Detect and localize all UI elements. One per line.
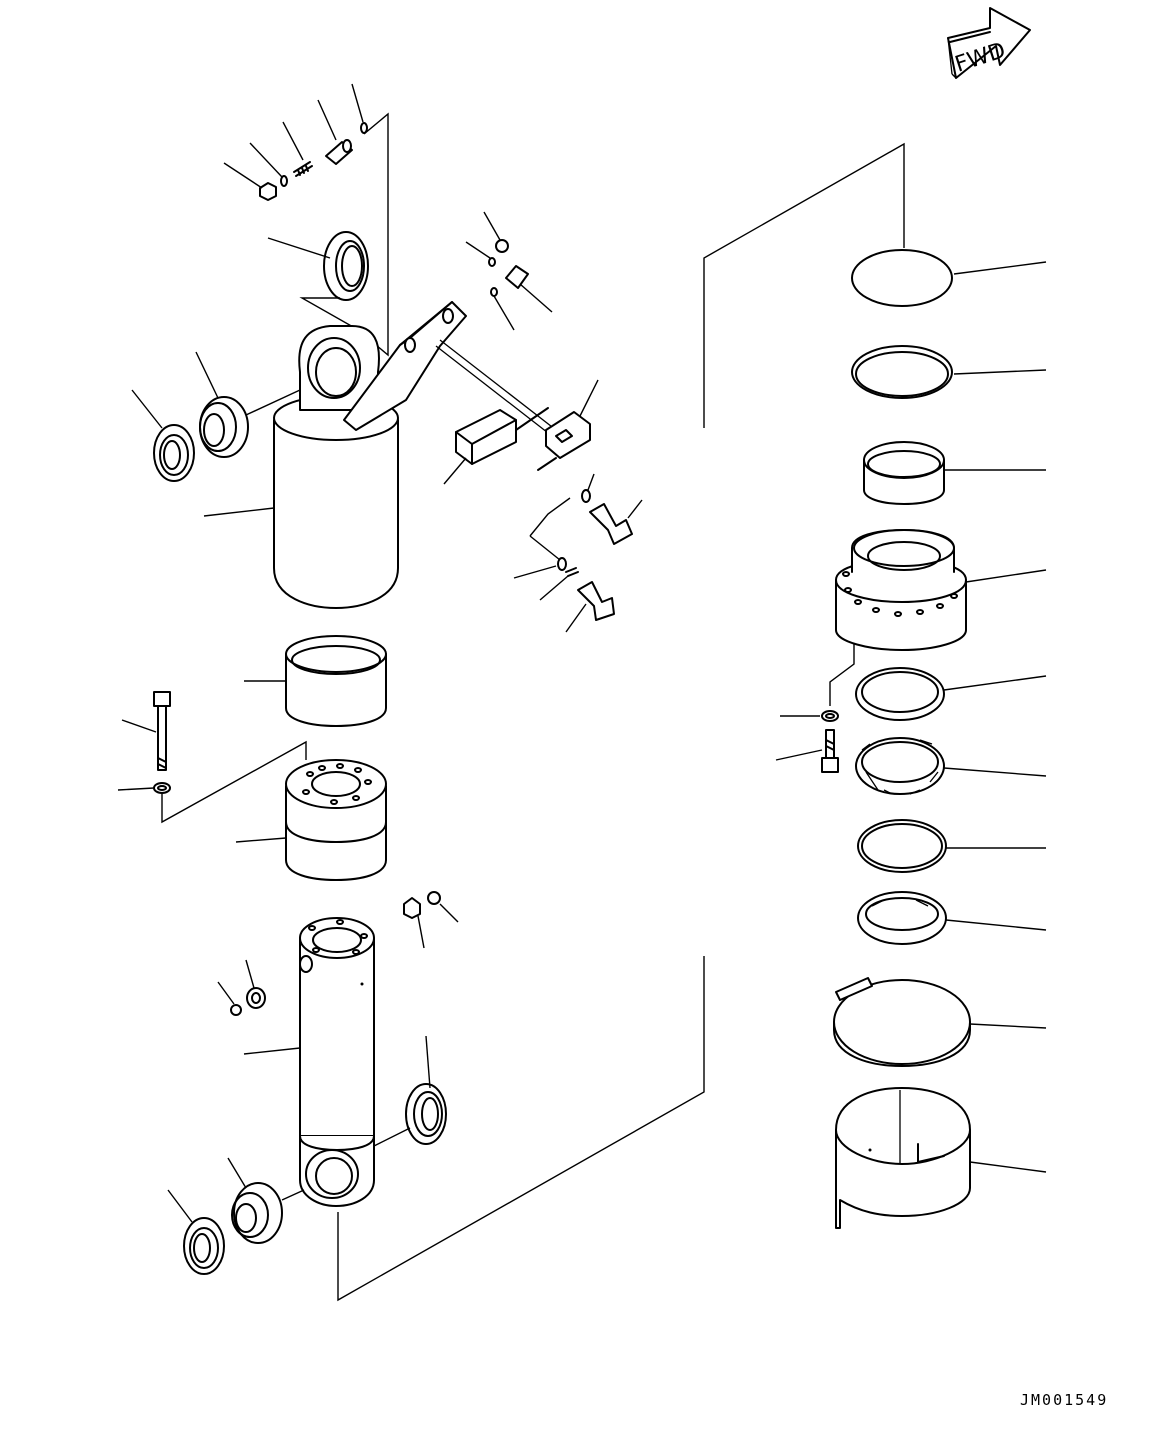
bracket-line-right [703, 142, 905, 428]
dust-seal-lower [373, 1035, 447, 1147]
bushing [863, 441, 1046, 505]
piston [235, 759, 387, 881]
backup-ring [851, 345, 1047, 399]
wedge-blocks [443, 379, 599, 485]
fwd-arrow-icon: FWD [947, 7, 1031, 79]
bracket-fittings [465, 211, 553, 331]
long-bolt [117, 691, 307, 824]
spherical-bearing-upper [195, 351, 301, 458]
bracket-bolts [513, 473, 643, 633]
rod-packing [855, 737, 1047, 795]
head-bolt-washer [775, 644, 855, 773]
band-clamp [833, 977, 1047, 1067]
upper-cylinder [203, 325, 399, 609]
protective-cover [835, 1087, 1047, 1229]
buffer-ring [857, 891, 1047, 945]
spherical-bearing-lower [227, 1157, 305, 1244]
rod-fittings [217, 891, 459, 1016]
arm-bracket [343, 301, 557, 437]
upper-fittings [223, 83, 389, 357]
seal-ring [857, 819, 1046, 873]
wear-ring [855, 667, 1047, 721]
spacer-ring [244, 635, 387, 727]
o-ring [851, 249, 1047, 307]
seal-upper-outer [131, 389, 195, 482]
drawing-reference-code: JM001549 [1020, 1391, 1109, 1409]
dust-seal-upper [267, 231, 377, 341]
cylinder-head [835, 529, 1047, 651]
seal-lower-outer [167, 1189, 225, 1275]
lower-rod [243, 917, 375, 1207]
bracket-line-lower [337, 956, 705, 1302]
